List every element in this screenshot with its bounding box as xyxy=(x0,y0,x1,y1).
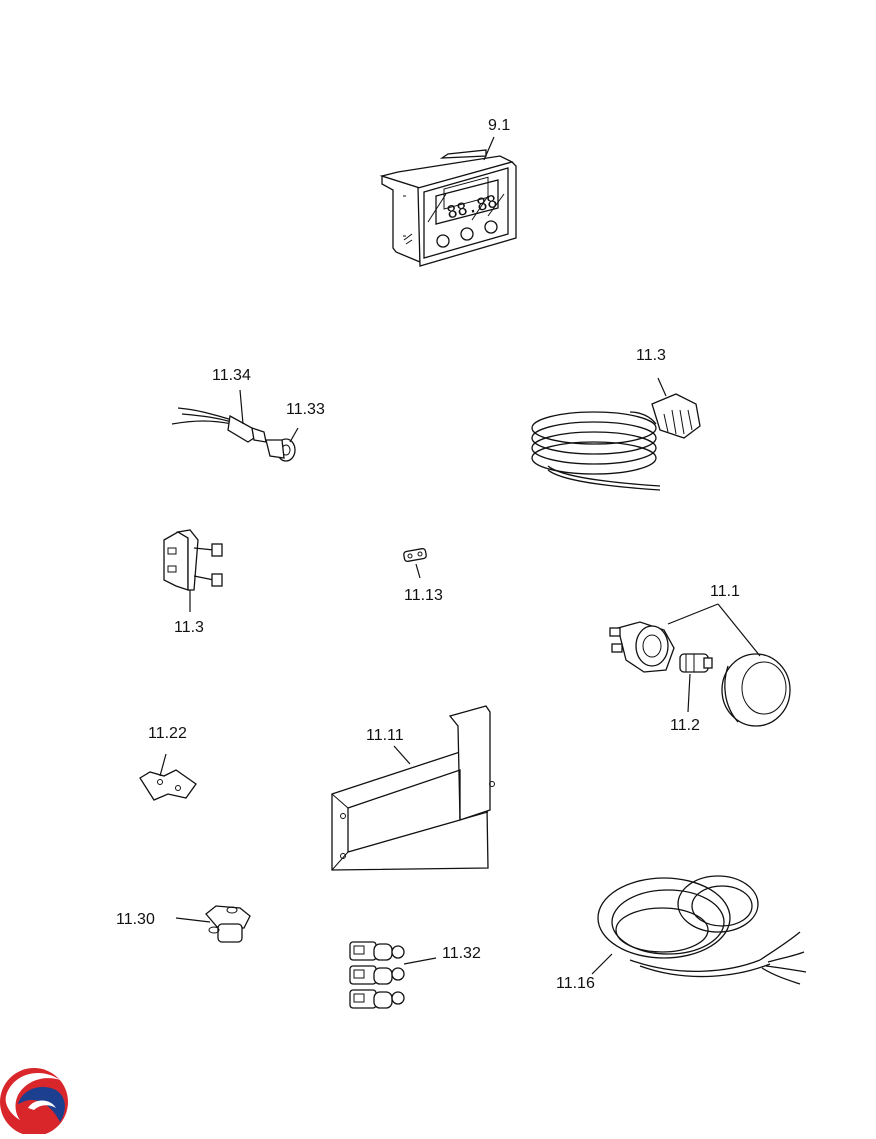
label-hinge-bracket: 11.3 xyxy=(174,619,204,636)
hinge-bracket-part xyxy=(163,529,223,612)
label-indicator-wire: 11.34 xyxy=(212,367,251,384)
label-lamp-bulb: 11.2 xyxy=(670,717,700,734)
label-channel-bracket: 11.11 xyxy=(366,727,404,744)
brand-swirl-logo-icon xyxy=(0,1068,68,1136)
label-timer-display: 9.1 xyxy=(488,117,511,134)
label-plate: 11.22 xyxy=(148,725,187,742)
small-clip-part xyxy=(403,547,427,579)
label-indicator-lens: 11.33 xyxy=(286,401,325,418)
lamp-assembly-part xyxy=(609,603,791,727)
thermostat-part xyxy=(531,377,701,491)
indicator-part xyxy=(171,389,299,462)
label-thermostat: 11.3 xyxy=(636,347,666,364)
cable-harness-part xyxy=(591,875,807,985)
label-clamp: 11.30 xyxy=(116,911,155,928)
label-small-clip: 11.13 xyxy=(404,587,443,604)
clamp-part xyxy=(175,905,251,943)
plate-part xyxy=(139,753,197,801)
label-terminal-block: 11.32 xyxy=(442,945,481,962)
terminal-block-part xyxy=(349,941,437,1009)
timer-display-part: 88.88 xyxy=(379,136,517,267)
label-cable-harness: 11.16 xyxy=(556,975,595,992)
channel-bracket-part xyxy=(331,705,495,871)
label-lamp-assembly: 11.1 xyxy=(710,583,740,600)
